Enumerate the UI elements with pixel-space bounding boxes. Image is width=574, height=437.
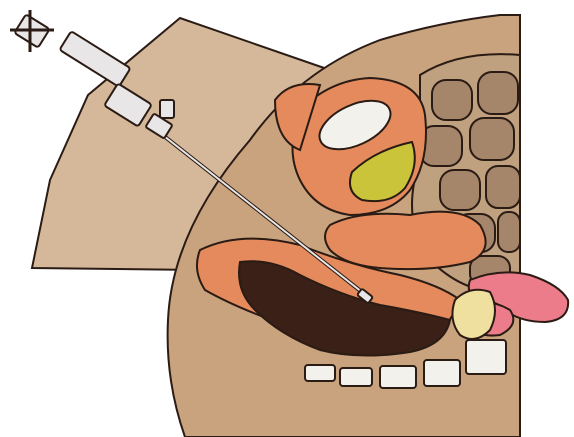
ovary [452,290,495,339]
uterus [325,212,486,269]
